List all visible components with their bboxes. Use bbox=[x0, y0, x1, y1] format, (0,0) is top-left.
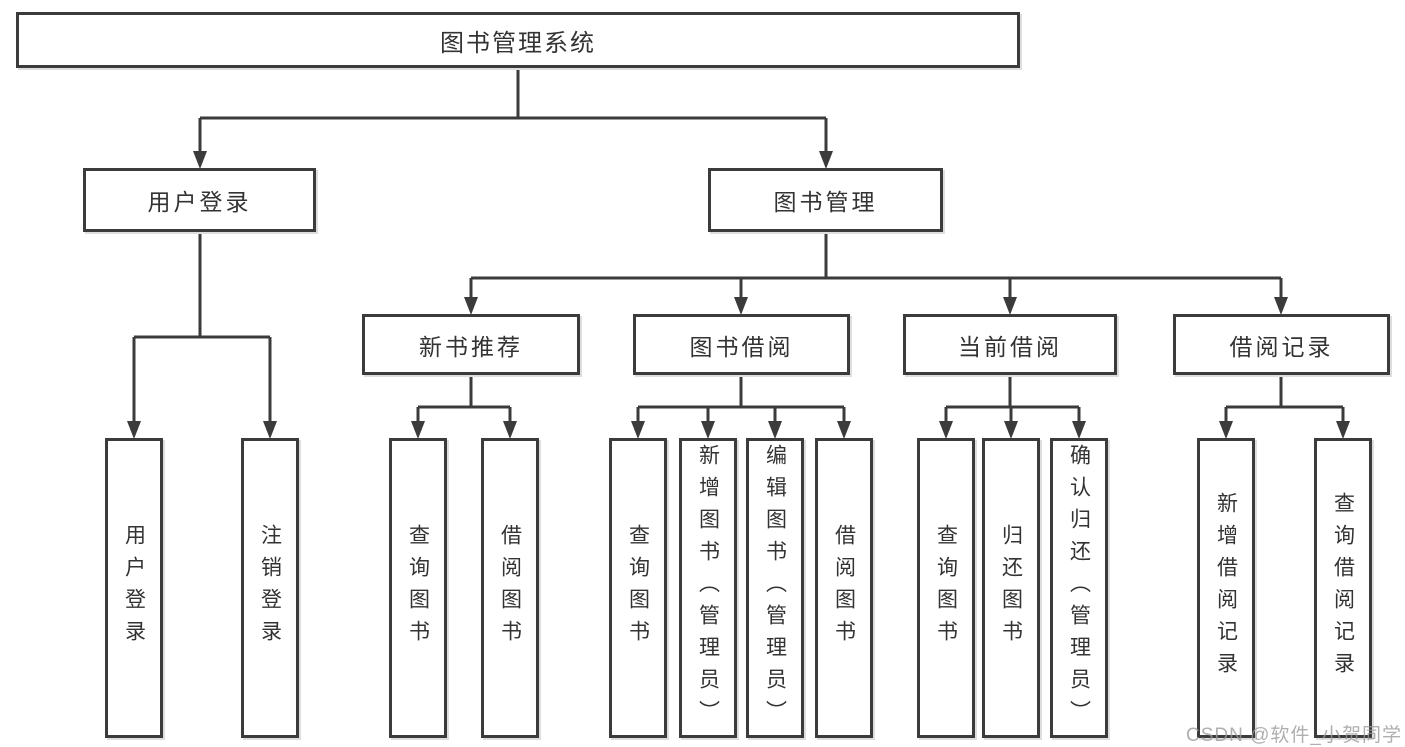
node-label: 当前借阅 bbox=[958, 333, 1062, 360]
leaf-confirm-return-admin: 确认归还（管理员） bbox=[1050, 438, 1108, 738]
leaf-add-books-admin: 新增图书（管理员） bbox=[679, 438, 737, 738]
leaf-user-login: 用户登录 bbox=[105, 438, 163, 738]
leaf-label: 查询图书 bbox=[934, 524, 958, 652]
node-label: 图书管理系统 bbox=[440, 29, 596, 57]
leaf-label: 借阅图书 bbox=[832, 524, 856, 652]
arrowheads bbox=[127, 151, 1350, 439]
node-label: 图书借阅 bbox=[689, 333, 794, 360]
node-label: 新书推荐 bbox=[419, 333, 523, 360]
node-label: 图书管理 bbox=[773, 189, 878, 215]
leaf-label: 查询图书 bbox=[626, 524, 650, 652]
leaf-query-borrow-record: 查询借阅记录 bbox=[1314, 438, 1372, 738]
leaf-label: 注销登录 bbox=[258, 524, 282, 652]
leaf-edit-books-admin: 编辑图书（管理员） bbox=[746, 438, 804, 738]
leaf-query-books-recommend: 查询图书 bbox=[389, 438, 447, 738]
node-library-management-system: 图书管理系统 bbox=[16, 12, 1020, 68]
leaf-label: 确认归还（管理员） bbox=[1067, 444, 1091, 732]
node-book-borrowing: 图书借阅 bbox=[633, 314, 850, 375]
leaf-label: 编辑图书（管理员） bbox=[763, 444, 787, 732]
leaf-return-books: 归还图书 bbox=[982, 438, 1040, 738]
leaf-label: 借阅图书 bbox=[498, 524, 522, 652]
node-label: 用户登录 bbox=[147, 189, 252, 215]
leaf-label: 新增图书（管理员） bbox=[696, 444, 720, 732]
node-borrowing-records: 借阅记录 bbox=[1173, 314, 1390, 375]
leaf-borrow-books-recommend: 借阅图书 bbox=[481, 438, 539, 738]
leaf-query-books-borrow: 查询图书 bbox=[609, 438, 667, 738]
node-new-book-recommendation: 新书推荐 bbox=[362, 314, 580, 375]
watermark-csdn: CSDN @软件_小贺同学 bbox=[1186, 725, 1402, 746]
leaf-label: 新增借阅记录 bbox=[1214, 492, 1238, 684]
leaf-label: 归还图书 bbox=[999, 524, 1023, 652]
node-label: 借阅记录 bbox=[1229, 333, 1334, 360]
leaf-label: 用户登录 bbox=[122, 524, 146, 652]
leaf-label: 查询借阅记录 bbox=[1331, 492, 1355, 684]
leaf-add-borrow-record: 新增借阅记录 bbox=[1197, 438, 1255, 738]
node-book-management: 图书管理 bbox=[708, 168, 943, 232]
leaf-logout: 注销登录 bbox=[241, 438, 299, 738]
leaf-label: 查询图书 bbox=[406, 524, 430, 652]
node-current-borrowing: 当前借阅 bbox=[903, 314, 1117, 375]
node-user-login: 用户登录 bbox=[83, 168, 316, 232]
leaf-query-books-current: 查询图书 bbox=[917, 438, 975, 738]
leaf-borrow-books: 借阅图书 bbox=[815, 438, 873, 738]
